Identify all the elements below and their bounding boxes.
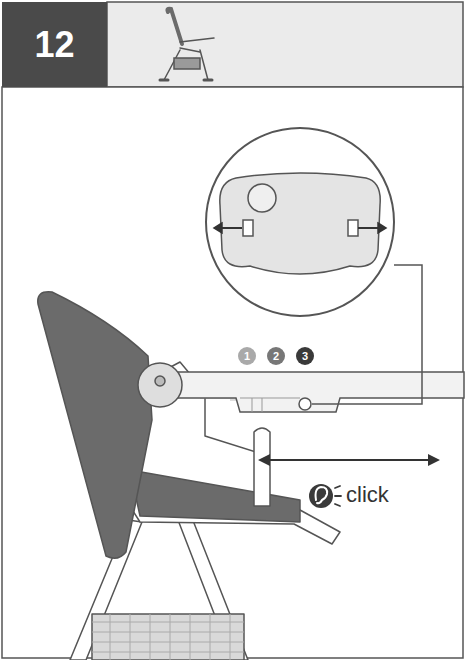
position-marker: 2 (267, 347, 285, 365)
illustration-part (167, 9, 182, 44)
illustration-part (243, 220, 253, 236)
ear-icon (309, 484, 341, 508)
illustration-part (180, 38, 214, 42)
illustration-part (92, 614, 244, 660)
illustration-part (348, 220, 358, 236)
illustration-part (248, 184, 276, 212)
illustration-part (220, 173, 380, 274)
illustration-part (266, 459, 432, 461)
illustration-part (214, 223, 386, 233)
position-marker: 3 (296, 347, 314, 365)
callout-number: 2 (273, 350, 279, 362)
callout-number: 3 (302, 350, 308, 362)
illustration-part (206, 128, 394, 316)
illustration-part (258, 454, 440, 466)
sound-label: click (346, 482, 389, 508)
position-marker: 1 (238, 347, 256, 365)
slide-arrow (258, 454, 440, 466)
illustration-part (335, 486, 341, 506)
illustration-part (138, 363, 182, 407)
illustration-part (240, 398, 300, 412)
magnifier (206, 128, 394, 316)
illustration-part (220, 227, 380, 229)
step-number-box: 12 (2, 2, 107, 87)
illustration-part (150, 372, 464, 412)
illustration-part (160, 79, 212, 82)
illustration-part (107, 2, 463, 87)
step-number: 12 (34, 24, 74, 66)
chair-icon (160, 9, 214, 80)
illustration-part (316, 487, 328, 503)
illustration-part (164, 50, 208, 80)
illustration-part (110, 614, 230, 660)
illustration-part (38, 292, 152, 559)
illustration-part (130, 470, 300, 522)
backrest (38, 292, 152, 559)
illustration-part (180, 48, 200, 52)
illustration-part (254, 428, 270, 506)
illustration-part (155, 376, 165, 386)
illustration-part (2, 87, 463, 658)
illustration-part (174, 58, 200, 69)
illustration-part (299, 398, 311, 410)
illustration-part (309, 484, 333, 508)
illustration-part (92, 622, 244, 652)
callout-number: 1 (244, 350, 250, 362)
